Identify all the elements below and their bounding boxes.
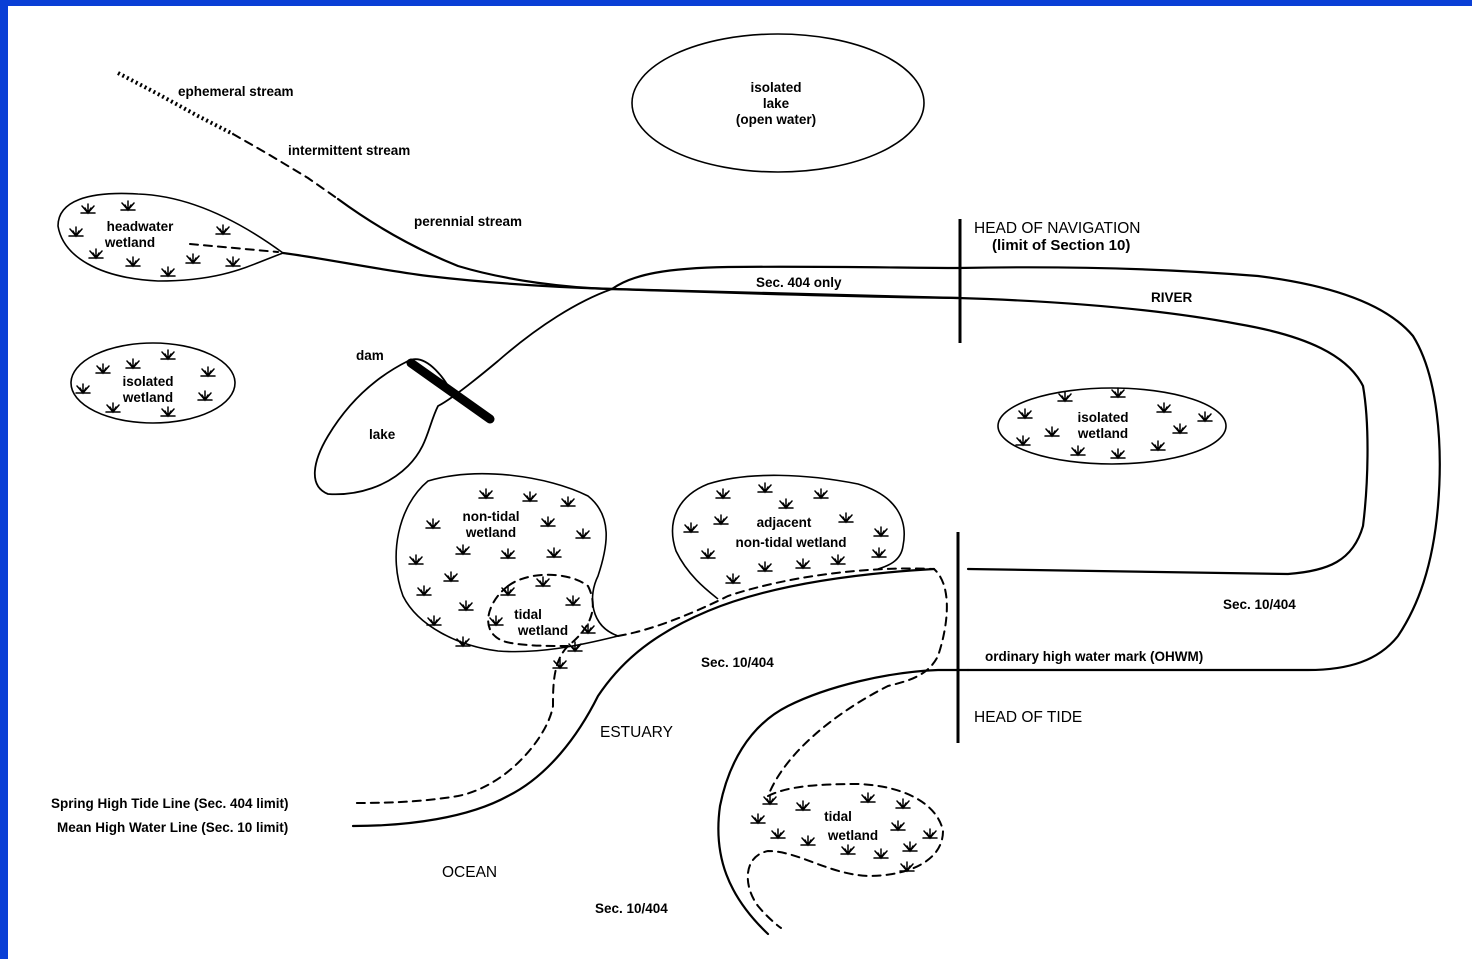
isolated-wetland-right-label-1: isolated (1077, 410, 1128, 425)
sec-10-404-middle-label: Sec. 10/404 (701, 655, 774, 670)
isolated-wetland-right-label-2: wetland (1077, 426, 1128, 441)
reservoir-lake-shape (313, 288, 613, 496)
isolated-lake-shape (631, 33, 925, 173)
tidal-wetland-lower-label-2: wetland (827, 828, 878, 843)
lake-label: lake (369, 427, 396, 442)
river-north-bank (610, 265, 1441, 672)
ocean-label: OCEAN (442, 864, 497, 881)
headwater-outflow-line (281, 251, 614, 291)
perennial-stream-line (336, 197, 614, 291)
estuary-south-shore (717, 668, 970, 936)
non-tidal-wetland-label-2: wetland (465, 525, 516, 540)
headwater-wetland-label-2: wetland (104, 235, 155, 250)
mean-high-water-line-label: Mean High Water Line (Sec. 10 limit) (57, 820, 288, 835)
river-south-bank (610, 287, 1369, 576)
headwater-wetland-shape (57, 192, 285, 282)
spring-high-tide-line (617, 567, 948, 797)
adjacent-wetland-label-1: adjacent (757, 515, 812, 530)
isolated-wetland-left-label-2: wetland (122, 390, 173, 405)
tidal-wetland-upper-shape (352, 573, 594, 804)
dam-label: dam (356, 348, 384, 363)
tidal-wetland-lower-label-1: tidal (824, 809, 852, 824)
adjacent-wetland-vegetation (683, 482, 889, 584)
isolated-wetland-right-shape (997, 387, 1227, 465)
wetland-jurisdiction-diagram: ephemeral stream intermittent stream per… (51, 33, 1441, 936)
mean-high-water-line (351, 567, 936, 828)
tidal-wetland-upper-inner (487, 585, 569, 647)
spring-high-tide-line-label: Spring High Tide Line (Sec. 404 limit) (51, 796, 289, 811)
head-of-tide-label: HEAD OF TIDE (974, 709, 1082, 726)
diagram-canvas: ephemeral stream intermittent stream per… (8, 6, 1472, 959)
limit-section-10-label: (limit of Section 10) (992, 237, 1130, 254)
adjacent-wetland-label-2: non-tidal wetland (736, 535, 847, 550)
isolated-wetland-left-label-1: isolated (122, 374, 173, 389)
isolated-lake-label-2: lake (763, 96, 790, 111)
tidal-wetland-lower-shape (746, 782, 945, 929)
ephemeral-stream-line (117, 71, 234, 136)
non-tidal-wetland-label-1: non-tidal (463, 509, 520, 524)
tidal-wetland-upper-label-2: wetland (517, 623, 568, 638)
perennial-stream-label: perennial stream (414, 214, 522, 229)
sec-10-404-bottom-label: Sec. 10/404 (595, 901, 668, 916)
adjacent-non-tidal-wetland-shape (671, 474, 905, 600)
isolated-wetland-left-shape (70, 342, 236, 424)
sec-404-only-label: Sec. 404 only (756, 275, 842, 290)
sec-10-404-right-label: Sec. 10/404 (1223, 597, 1296, 612)
ohwm-label: ordinary high water mark (OHWM) (985, 649, 1203, 664)
stream-to-river-link (610, 287, 960, 300)
isolated-lake-label-3: (open water) (736, 112, 816, 127)
isolated-lake-label-1: isolated (750, 80, 801, 95)
intermittent-stream-line (232, 133, 339, 200)
intermittent-stream-label: intermittent stream (288, 143, 410, 158)
headwater-wetland-dashed-edge (189, 243, 279, 253)
head-of-navigation-label: HEAD OF NAVIGATION (974, 220, 1141, 237)
ephemeral-stream-label: ephemeral stream (178, 84, 294, 99)
tidal-wetland-upper-label-1: tidal (514, 607, 542, 622)
headwater-wetland-label-1: headwater (107, 219, 175, 234)
river-label: RIVER (1151, 290, 1193, 305)
dam-structure (406, 358, 495, 424)
estuary-label: ESTUARY (600, 724, 673, 741)
